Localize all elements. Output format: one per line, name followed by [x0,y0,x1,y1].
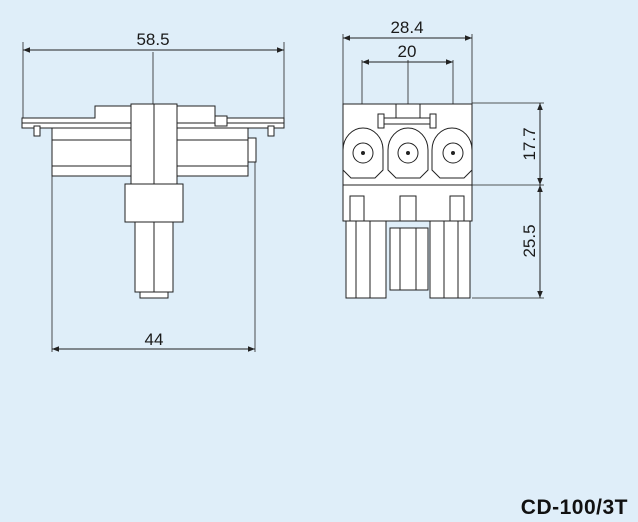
clip-left [33,125,41,137]
top-bridge [377,117,437,125]
leg-center [389,227,429,291]
dim-bottom-width: 44 [145,330,164,349]
pin-tip [139,291,169,299]
socket-left [342,127,384,179]
front-view: 28.4 20 17.7 25.5 [342,18,544,299]
tab-right [449,195,465,222]
tab-center [399,195,417,222]
lower-block [124,183,184,223]
latch-right [214,115,228,127]
clip-right [267,125,275,137]
side-rib [247,137,257,163]
socket-right [431,127,473,179]
top-boss [395,103,421,119]
dim-lower-height: 25.5 [520,224,539,257]
leg-left [345,220,387,299]
model-label: CD-100/3T [520,496,628,519]
leg-right [429,220,471,299]
socket-center [387,127,429,179]
dim-fv-width: 28.4 [390,18,423,37]
dim-upper-height: 17.7 [520,127,539,160]
dim-pitch: 20 [398,42,417,61]
dim-top-width: 58.5 [136,30,169,49]
side-view: 58.5 44 [21,30,285,352]
tab-left [349,195,365,222]
